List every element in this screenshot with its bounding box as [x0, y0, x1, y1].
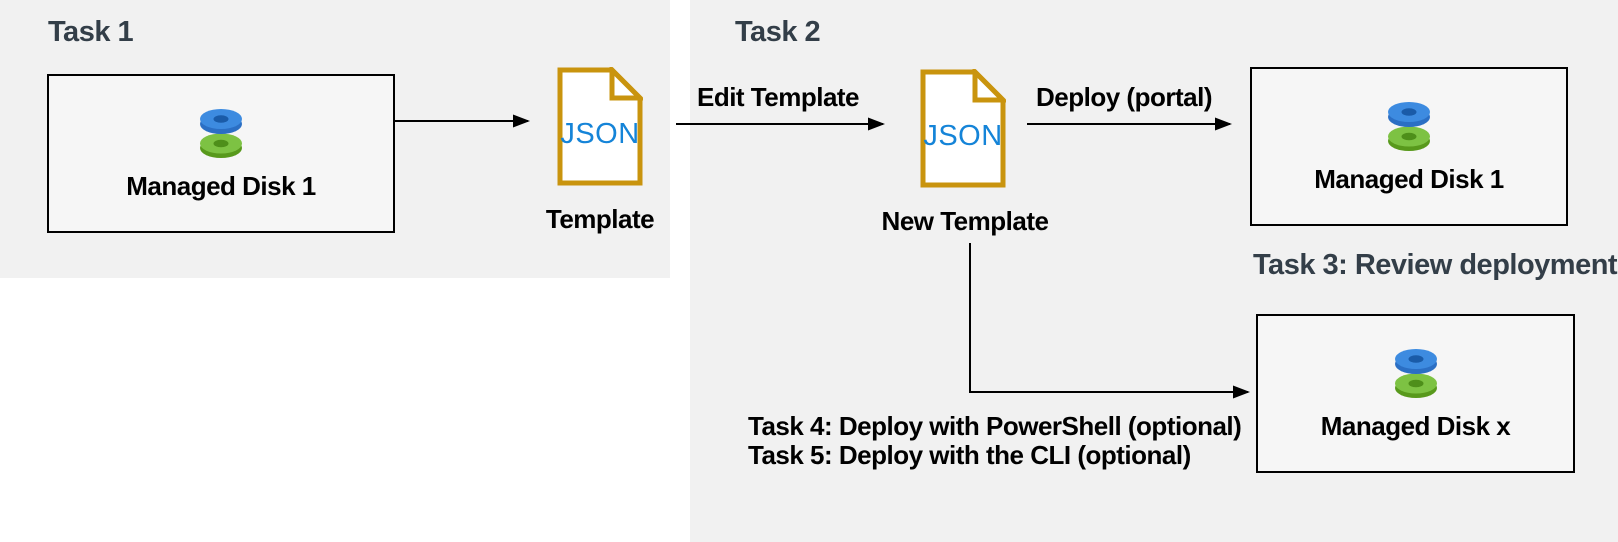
- managed-disk-x-box: Managed Disk x: [1256, 314, 1575, 473]
- managed-disk-icon: [1394, 348, 1437, 398]
- managed-disk-1-source-box: Managed Disk 1: [47, 74, 395, 233]
- new-template-caption: New Template: [881, 206, 1049, 236]
- template-caption: Template: [545, 204, 655, 234]
- managed-disk-icon: [1388, 101, 1430, 151]
- managed-disk-x-label: Managed Disk x: [1320, 410, 1511, 441]
- task3-heading: Task 3: Review deployments: [1253, 249, 1618, 281]
- managed-disk-1-deployed-label: Managed Disk 1: [1314, 163, 1504, 194]
- json-template-document-icon: JSON: [557, 67, 643, 186]
- edit-template-label: Edit Template: [696, 82, 860, 112]
- task2-heading: Task 2: [735, 16, 821, 48]
- managed-disk-1-label: Managed Disk 1: [126, 170, 316, 201]
- task5-label: Task 5: Deploy with the CLI (optional): [748, 440, 1191, 470]
- managed-disk-1-deployed-box: Managed Disk 1: [1250, 67, 1568, 226]
- task4-label: Task 4: Deploy with PowerShell (optional…: [748, 411, 1242, 441]
- task1-heading: Task 1: [48, 16, 134, 48]
- json-text: JSON: [923, 120, 1003, 152]
- json-new-template-document-icon: JSON: [920, 69, 1006, 188]
- deploy-portal-label: Deploy (portal): [1036, 82, 1212, 112]
- managed-disk-icon: [200, 108, 242, 158]
- json-text: JSON: [560, 118, 640, 150]
